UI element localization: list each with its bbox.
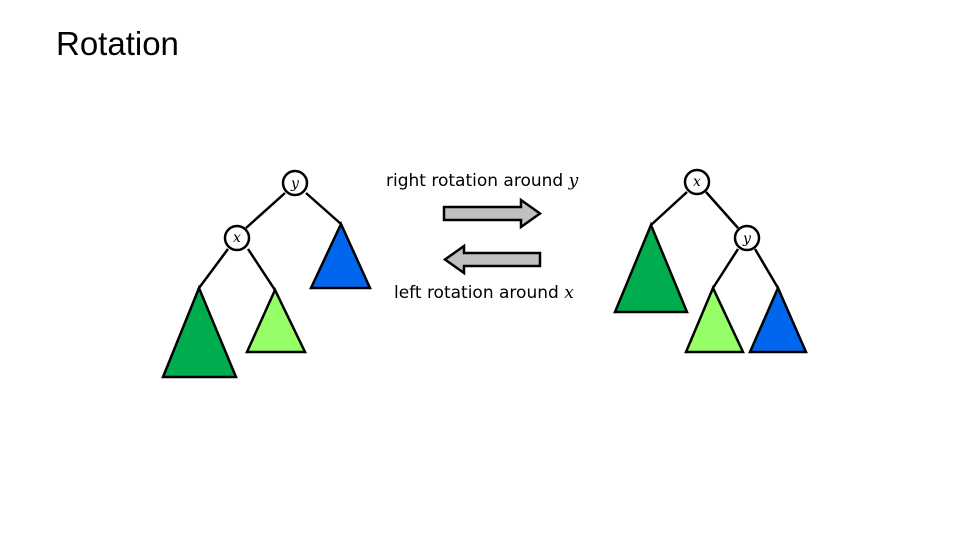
slide-title: Rotation xyxy=(56,25,179,62)
right-subtree-dark-green xyxy=(613,221,689,314)
right-node-child-label: y xyxy=(742,231,752,247)
left-arrow-icon xyxy=(442,243,542,276)
left-edge-x-subtree-a xyxy=(197,248,230,289)
left-node-root-label: y xyxy=(290,176,300,192)
left-node-root-circle xyxy=(281,169,309,197)
left-subtree-blue xyxy=(309,221,372,290)
right-edge-y-subtree-b xyxy=(753,248,780,289)
right-rotation-caption-text: right rotation around xyxy=(386,171,569,191)
left-edge-y-subtree xyxy=(305,192,342,225)
left-subtree-light-green xyxy=(245,287,307,354)
right-subtree-light-green xyxy=(684,284,745,354)
left-subtree-dark-green xyxy=(161,284,238,379)
left-rotation-caption: left rotation around x xyxy=(394,283,574,303)
left-rotation-caption-text: left rotation around xyxy=(394,283,564,303)
right-node-child: y xyxy=(733,224,761,252)
left-tree: y x xyxy=(161,169,372,379)
right-arrow-icon xyxy=(442,197,543,230)
right-edge-x-y xyxy=(705,191,739,229)
right-rotation-caption: right rotation around y xyxy=(386,171,579,191)
right-edge-x-subtree xyxy=(650,191,688,226)
left-edge-x-subtree-b xyxy=(246,248,277,291)
left-node-child: x xyxy=(223,224,251,252)
right-node-root-label: x xyxy=(693,174,701,190)
right-node-child-circle xyxy=(733,224,761,252)
right-rotation-caption-var: y xyxy=(568,171,579,191)
left-node-child-label: x xyxy=(233,230,241,246)
left-node-root: y xyxy=(281,169,309,197)
left-rotation-caption-var: x xyxy=(564,283,574,303)
right-tree: x y xyxy=(613,168,808,354)
left-edge-y-x xyxy=(245,192,286,229)
right-subtree-blue xyxy=(748,284,808,354)
left-node-child-circle xyxy=(223,224,251,252)
right-edge-y-subtree-a xyxy=(711,248,740,289)
right-node-root: x xyxy=(683,168,711,196)
right-node-root-circle xyxy=(683,168,711,196)
